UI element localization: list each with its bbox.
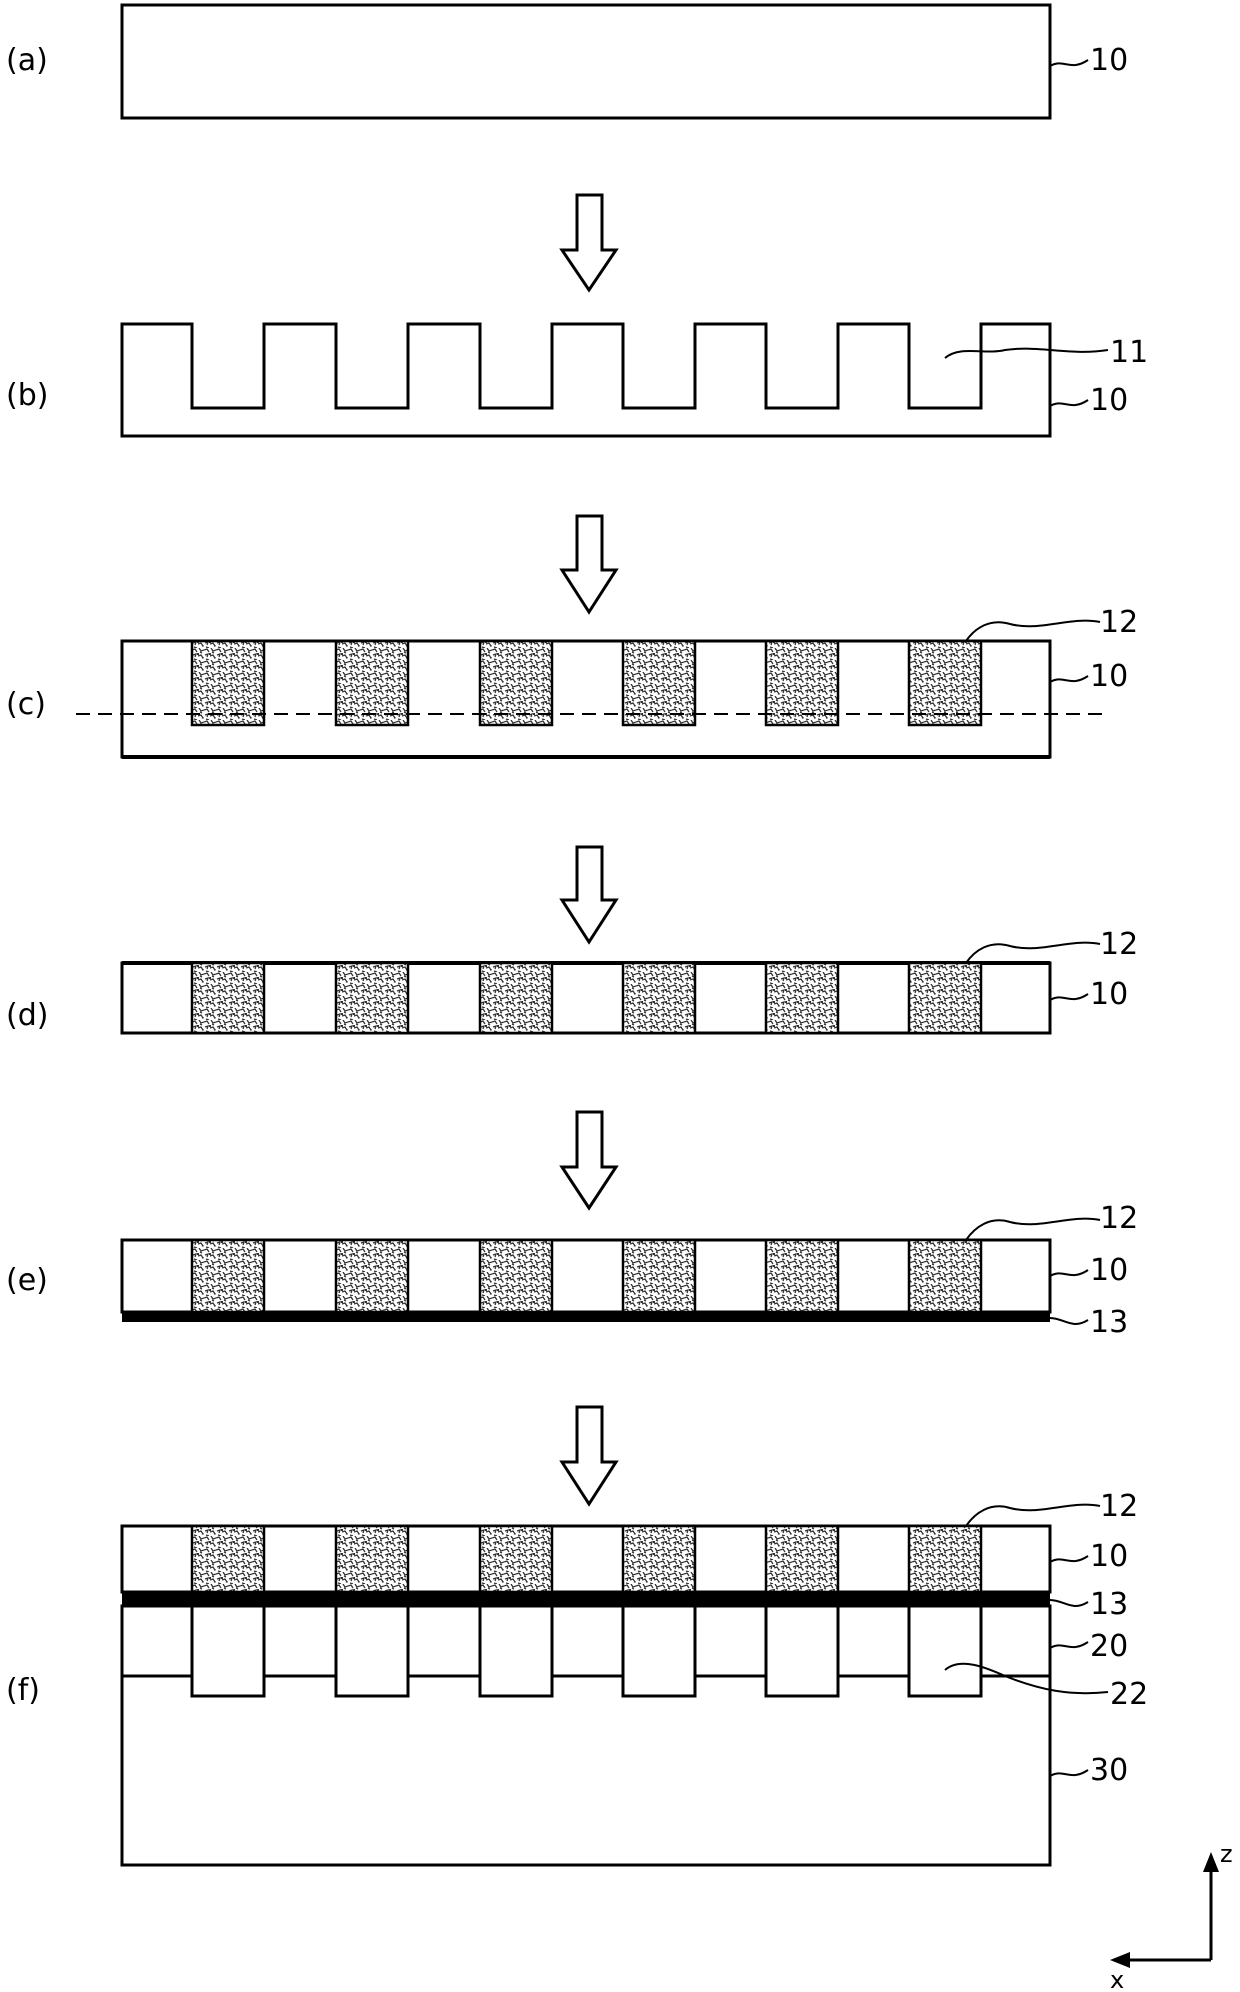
fill-block xyxy=(623,1240,695,1312)
ref-f-10: 10 xyxy=(1090,1539,1128,1574)
fill-block xyxy=(623,641,695,725)
fill-block xyxy=(336,641,408,725)
ref-e-10: 10 xyxy=(1090,1253,1128,1288)
stage-c-label: (c) xyxy=(6,687,46,722)
leader-d-12 xyxy=(966,943,1100,963)
layer-13-f xyxy=(122,1592,1050,1606)
fill-block xyxy=(766,1240,838,1312)
ref-c-12: 12 xyxy=(1100,605,1138,640)
leader-c-12 xyxy=(966,621,1100,641)
stage-d-label: (d) xyxy=(6,998,48,1033)
fill-block xyxy=(623,1526,695,1592)
fill-block xyxy=(192,641,264,725)
stage-a-label: (a) xyxy=(6,43,48,78)
ref-b-11: 11 xyxy=(1110,335,1148,370)
protrusion xyxy=(909,1606,981,1696)
leader-d-10 xyxy=(1050,994,1088,1000)
grooved-substrate-b xyxy=(122,324,1050,436)
leader-c-10 xyxy=(1050,676,1088,682)
fill-block xyxy=(336,963,408,1033)
protrusion xyxy=(480,1606,552,1696)
fill-block xyxy=(909,641,981,725)
protrusion xyxy=(336,1606,408,1696)
ref-e-12: 12 xyxy=(1100,1201,1138,1236)
substrate-30-f xyxy=(122,1676,1050,1865)
fill-block xyxy=(480,963,552,1033)
layer-13-e xyxy=(122,1312,1050,1322)
z-axis-label: z xyxy=(1220,1840,1233,1868)
ref-b-10: 10 xyxy=(1090,383,1128,418)
fill-block xyxy=(623,963,695,1033)
down-arrow-1 xyxy=(562,195,616,290)
ref-e-13: 13 xyxy=(1090,1305,1128,1340)
down-arrow-5 xyxy=(562,1407,616,1504)
fill-block xyxy=(766,641,838,725)
substrate-a xyxy=(122,5,1050,118)
fill-block xyxy=(480,1526,552,1592)
stage-f-label: (f) xyxy=(6,1673,40,1708)
z-axis-arrowhead xyxy=(1203,1852,1219,1872)
leader-f-30 xyxy=(1050,1770,1088,1776)
stage-b-label: (b) xyxy=(6,378,48,413)
fill-block xyxy=(909,1526,981,1592)
leader-e-13 xyxy=(1050,1318,1088,1324)
fill-block xyxy=(336,1240,408,1312)
protrusion xyxy=(623,1606,695,1696)
fill-block xyxy=(909,1240,981,1312)
down-arrow-2 xyxy=(562,516,616,612)
stage-e-label: (e) xyxy=(6,1263,48,1298)
fill-block xyxy=(909,963,981,1033)
ref-f-20: 20 xyxy=(1090,1629,1128,1664)
leader-e-12 xyxy=(966,1219,1100,1240)
fill-block xyxy=(192,1526,264,1592)
ref-f-22: 22 xyxy=(1110,1677,1148,1712)
fill-block xyxy=(192,963,264,1033)
fill-block xyxy=(766,1526,838,1592)
ref-f-12: 12 xyxy=(1100,1489,1138,1524)
leader-e-10 xyxy=(1050,1270,1088,1276)
ref-d-10: 10 xyxy=(1090,977,1128,1012)
down-arrow-3 xyxy=(562,847,616,942)
leader-a-10 xyxy=(1050,60,1088,66)
fill-block xyxy=(480,641,552,725)
ref-d-12: 12 xyxy=(1100,927,1138,962)
x-axis-label: x xyxy=(1110,1966,1124,1992)
axis-indicator: z x xyxy=(1110,1840,1233,1992)
protrusion xyxy=(192,1606,264,1696)
leader-f-20 xyxy=(1050,1642,1088,1648)
ref-c-10: 10 xyxy=(1090,659,1128,694)
leader-f-10 xyxy=(1050,1556,1088,1562)
leader-f-13 xyxy=(1050,1600,1088,1606)
leader-b-10 xyxy=(1050,400,1088,406)
leader-f-12 xyxy=(966,1505,1100,1526)
protrusion xyxy=(766,1606,838,1696)
fill-block xyxy=(192,1240,264,1312)
down-arrow-4 xyxy=(562,1112,616,1208)
fill-block xyxy=(336,1526,408,1592)
ref-f-30: 30 xyxy=(1090,1753,1128,1788)
ref-f-13: 13 xyxy=(1090,1587,1128,1622)
fill-block xyxy=(766,963,838,1033)
ref-a-10: 10 xyxy=(1090,43,1128,78)
fill-block xyxy=(480,1240,552,1312)
